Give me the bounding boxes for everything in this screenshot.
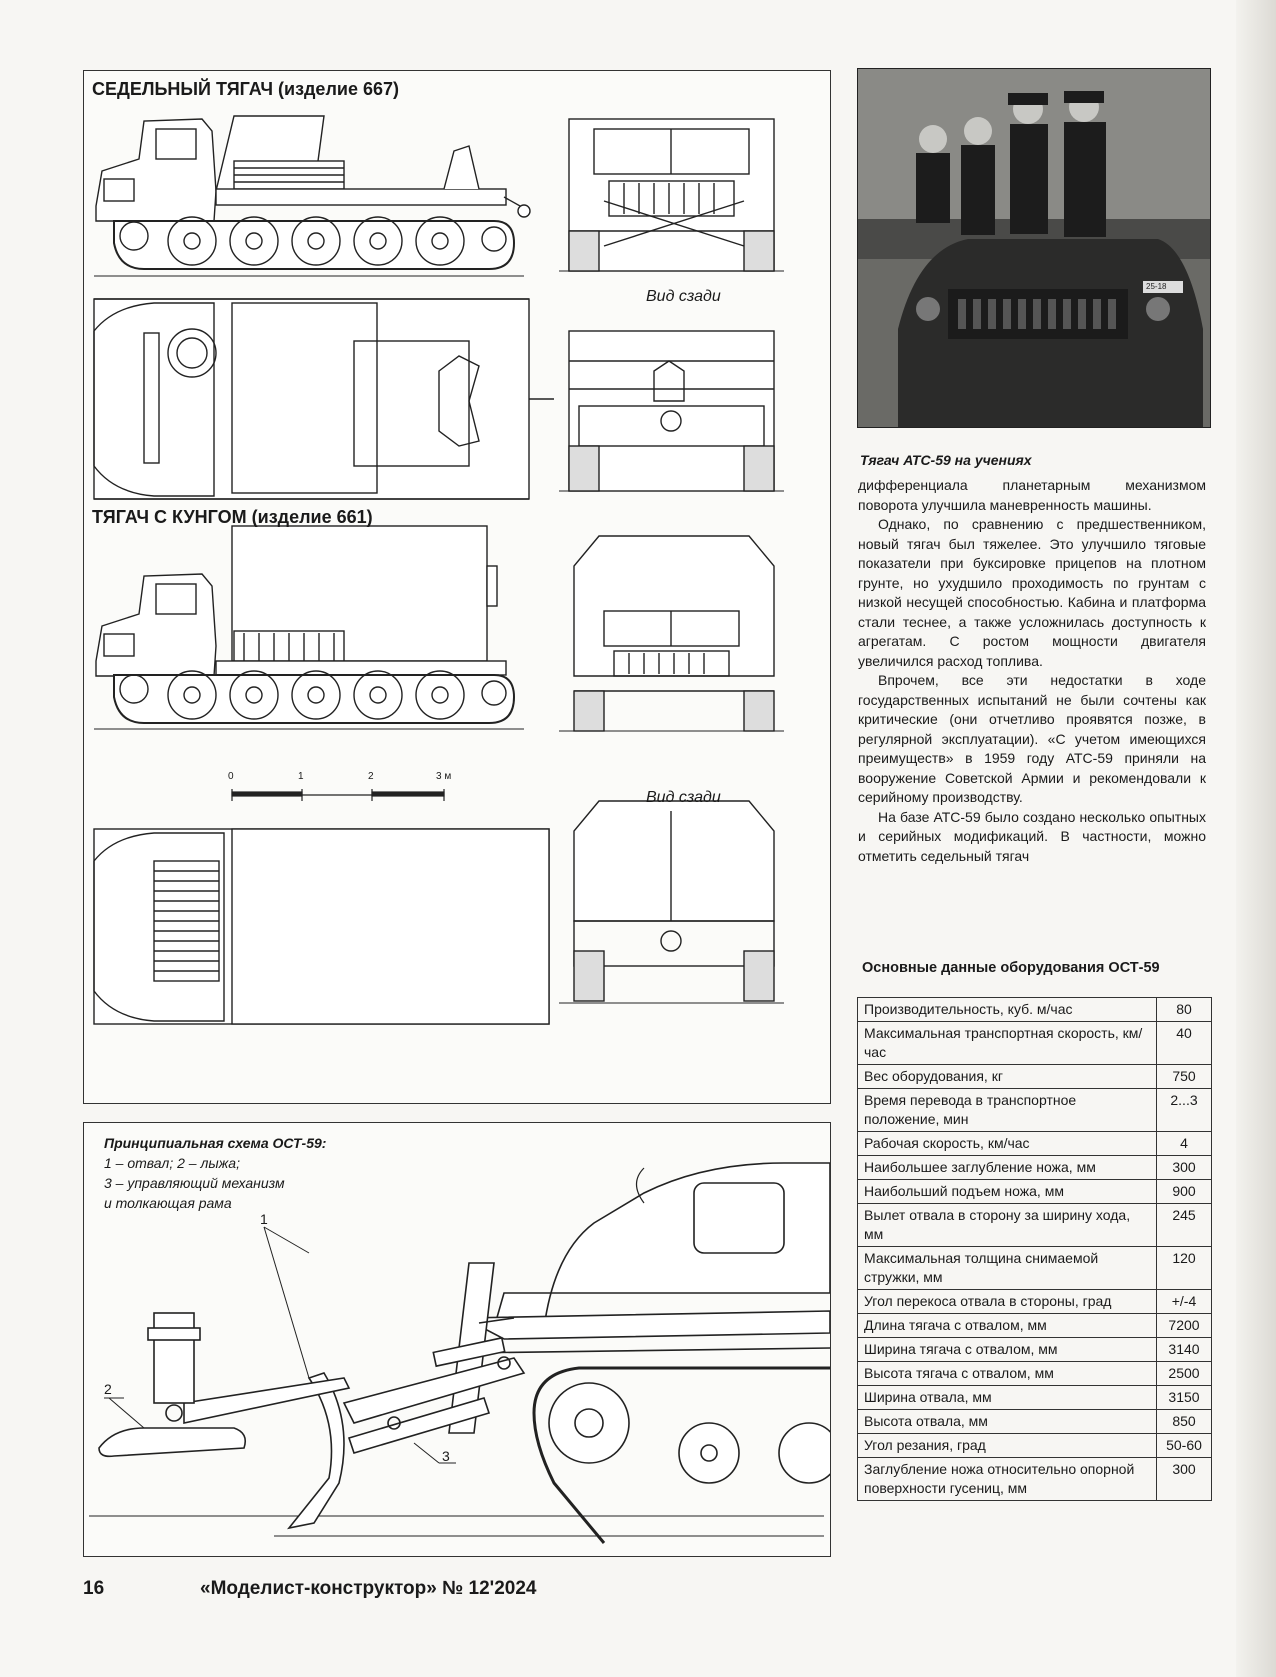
table-cell-value: 750	[1156, 1064, 1212, 1089]
paragraph-2: Однако, по сравнению с предшественником,…	[858, 516, 1206, 669]
table-cell-label: Заглубление ножа относительно опорной по…	[857, 1457, 1157, 1501]
table-cell-value: 3150	[1156, 1385, 1212, 1410]
photo-illustration	[858, 69, 1210, 427]
road-wheels-661	[119, 670, 507, 720]
rear-view-661	[559, 800, 784, 1004]
table-cell-label: Максимальная толщина снимаемой стружки, …	[857, 1246, 1157, 1290]
table-cell-value: 40	[1156, 1021, 1212, 1065]
table-cell-value: 80	[1156, 997, 1212, 1022]
table-cell-value: 245	[1156, 1203, 1212, 1247]
table-cell-label: Высота отвала, мм	[857, 1409, 1157, 1434]
table-cell-label: Высота тягача с отвалом, мм	[857, 1361, 1157, 1386]
schema-panel: 1 2 3	[83, 1122, 831, 1557]
front-view-661	[559, 535, 784, 732]
table-row: Вылет отвала в сторону за ширину хода, м…	[857, 1203, 1212, 1247]
schema-legend-line-2: 3 – управляющий механизм	[104, 1175, 285, 1191]
scale-bar	[231, 789, 445, 801]
license-plate: 25-18	[1146, 282, 1167, 291]
paragraph-1: дифференциала планетарным механизмом пов…	[858, 477, 1206, 513]
schema-legend-line-3: и толкающая рама	[104, 1195, 232, 1211]
scale-tick-1: 1	[298, 771, 304, 782]
table-cell-value: 300	[1156, 1155, 1212, 1180]
scale-tick-2: 2	[368, 771, 374, 782]
callout-1: 1	[260, 1211, 268, 1227]
top-view-667	[93, 298, 554, 500]
table-row: Максимальная толщина снимаемой стружки, …	[857, 1246, 1212, 1290]
page-spine-shadow	[1236, 0, 1276, 1677]
rear-view-label-661: Вид сзади	[646, 789, 721, 806]
photo-ats59-exercises: 25-18	[857, 68, 1211, 428]
schema-legend: Принципиальная схема ОСТ-59: 1 – отвал; …	[104, 1133, 326, 1213]
table-cell-value: +/-4	[1156, 1289, 1212, 1314]
table-cell-label: Рабочая скорость, км/час	[857, 1131, 1157, 1156]
table-cell-value: 2500	[1156, 1361, 1212, 1386]
photo-caption: Тягач АТС-59 на учениях	[860, 452, 1032, 468]
schema-title: Принципиальная схема ОСТ-59:	[104, 1135, 327, 1151]
schema-legend-line-1: 1 – отвал; 2 – лыжа;	[104, 1155, 240, 1171]
table-cell-label: Угол перекоса отвала в стороны, град	[857, 1289, 1157, 1314]
table-cell-label: Ширина тягача с отвалом, мм	[857, 1337, 1157, 1362]
table-cell-value: 3140	[1156, 1337, 1212, 1362]
side-view-667	[94, 115, 531, 277]
page-number: 16	[83, 1578, 105, 1599]
title-661: ТЯГАЧ С КУНГОМ (изделие 661)	[92, 507, 373, 527]
table-cell-value: 2...3	[1156, 1088, 1212, 1132]
scale-tick-0: 0	[228, 771, 234, 782]
table-cell-label: Вылет отвала в сторону за ширину хода, м…	[857, 1203, 1157, 1247]
magazine-footer: «Моделист-конструктор» № 12'2024	[200, 1578, 537, 1599]
table-cell-label: Вес оборудования, кг	[857, 1064, 1157, 1089]
scale-tick-3: 3 м	[436, 771, 452, 782]
table-cell-label: Угол резания, град	[857, 1433, 1157, 1458]
rear-view-label-667: Вид сзади	[646, 288, 721, 305]
table-row: Заглубление ножа относительно опорной по…	[857, 1457, 1212, 1501]
table-cell-label: Максимальная транспортная скорость, км/ч…	[857, 1021, 1157, 1065]
vehicle-drawings	[93, 115, 784, 1025]
spec-table-title: Основные данные оборудования ОСТ-59	[862, 960, 1160, 976]
road-wheels-667	[119, 216, 507, 266]
table-cell-value: 120	[1156, 1246, 1212, 1290]
table-cell-label: Время перевода в транспортное положение,…	[857, 1088, 1157, 1132]
table-cell-value: 300	[1156, 1457, 1212, 1501]
table-cell-value: 850	[1156, 1409, 1212, 1434]
front-view-667	[559, 118, 784, 272]
table-cell-label: Длина тягача с отвалом, мм	[857, 1313, 1157, 1338]
table-cell-label: Производительность, куб. м/час	[857, 997, 1157, 1022]
table-row: Угол перекоса отвала в стороны, град+/-4	[857, 1289, 1212, 1314]
side-view-661	[94, 525, 524, 730]
table-cell-label: Наибольший подъем ножа, мм	[857, 1179, 1157, 1204]
callout-3: 3	[442, 1448, 450, 1464]
table-cell-value: 900	[1156, 1179, 1212, 1204]
table-row: Максимальная транспортная скорость, км/ч…	[857, 1021, 1212, 1065]
table-cell-value: 50-60	[1156, 1433, 1212, 1458]
drawings-panel: СЕДЕЛЬНЫЙ ТЯГАЧ (изделие 667) Вид сзади …	[83, 70, 831, 1104]
callout-2: 2	[104, 1381, 112, 1397]
paragraph-4: На базе АТС-59 было создано несколько оп…	[858, 808, 1206, 864]
table-cell-value: 7200	[1156, 1313, 1212, 1338]
table-row: Время перевода в транспортное положение,…	[857, 1088, 1212, 1132]
article-text: дифференциала планетарным механизмом пов…	[858, 476, 1206, 866]
table-cell-label: Ширина отвала, мм	[857, 1385, 1157, 1410]
table-cell-label: Наибольшее заглубление ножа, мм	[857, 1155, 1157, 1180]
top-view-661	[93, 828, 550, 1025]
paragraph-3: Впрочем, все эти недостатки в ходе госуд…	[858, 672, 1206, 805]
table-cell-value: 4	[1156, 1131, 1212, 1156]
rear-view-667	[559, 330, 784, 492]
ost59-schema-drawing	[89, 1162, 830, 1544]
title-667: СЕДЕЛЬНЫЙ ТЯГАЧ (изделие 667)	[92, 79, 399, 99]
